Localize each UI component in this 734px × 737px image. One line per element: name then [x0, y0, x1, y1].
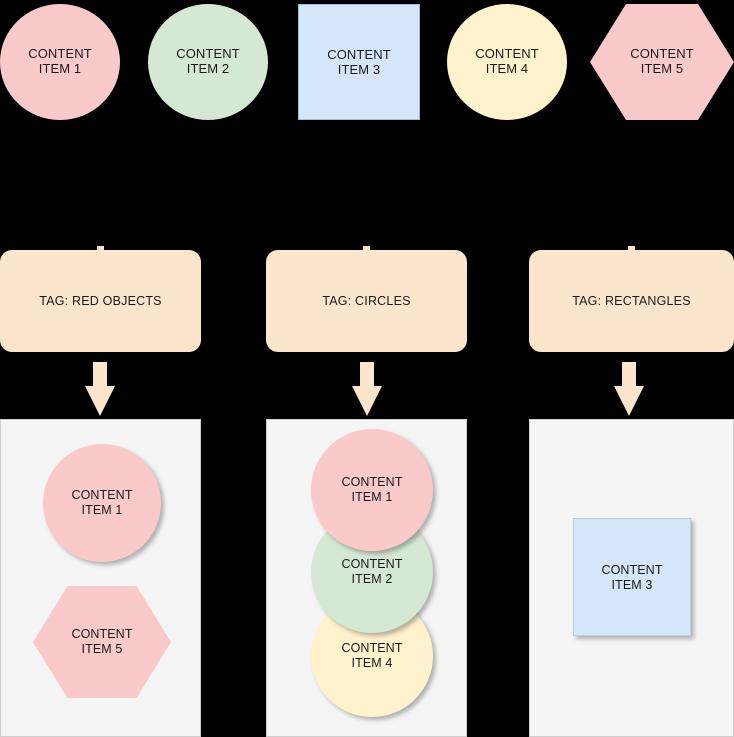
tag-red-objects-notch — [97, 246, 104, 251]
tag-red-objects-label: TAG: RED OBJECTS — [39, 294, 162, 308]
content-item-1-label: CONTENT ITEM 1 — [28, 46, 92, 76]
result-item-4-label: CONTENT ITEM 4 — [341, 641, 403, 670]
arrow-circles-stem — [360, 362, 374, 388]
result-item-1b-shape[interactable]: CONTENT ITEM 1 — [311, 429, 433, 551]
content-item-2-shape[interactable]: CONTENT ITEM 2 — [148, 4, 268, 120]
content-item-5-shape[interactable]: CONTENT ITEM 5 — [590, 4, 734, 120]
tag-rectangles-box[interactable]: TAG: RECTANGLES — [529, 246, 734, 352]
tag-circles-box[interactable]: TAG: CIRCLES — [266, 246, 467, 352]
content-item-5-label: CONTENT ITEM 5 — [630, 46, 694, 76]
result-item-3-label: CONTENT ITEM 3 — [601, 563, 663, 592]
tag-red-objects-box[interactable]: TAG: RED OBJECTS — [0, 246, 201, 352]
arrow-circles-head — [352, 386, 382, 416]
content-items-row: CONTENT ITEM 1 CONTENT ITEM 2 CONTENT IT… — [0, 0, 734, 125]
tag-rectangles-label: TAG: RECTANGLES — [572, 294, 691, 308]
arrow-circles — [352, 362, 382, 416]
result-item-5-shape[interactable]: CONTENT ITEM 5 — [33, 586, 171, 698]
content-item-1-shape[interactable]: CONTENT ITEM 1 — [0, 4, 120, 120]
result-item-2-label: CONTENT ITEM 2 — [341, 557, 403, 586]
panel-red-objects: CONTENT ITEM 1 CONTENT ITEM 5 — [0, 419, 201, 737]
arrow-rectangles — [614, 362, 644, 416]
arrow-red-objects-stem — [93, 362, 107, 388]
arrow-rectangles-head — [614, 386, 644, 416]
panel-circles: CONTENT ITEM 4 CONTENT ITEM 2 CONTENT IT… — [266, 419, 467, 737]
tag-rectangles-notch — [628, 246, 635, 251]
result-item-1b-label: CONTENT ITEM 1 — [341, 475, 403, 504]
result-item-5-label: CONTENT ITEM 5 — [71, 627, 133, 656]
result-item-3-shape[interactable]: CONTENT ITEM 3 — [573, 518, 691, 636]
arrow-red-objects-head — [85, 386, 115, 416]
tag-circles-notch — [363, 246, 370, 251]
content-item-4-label: CONTENT ITEM 4 — [475, 46, 539, 76]
tag-circles-label: TAG: CIRCLES — [322, 294, 411, 308]
result-item-1-shape[interactable]: CONTENT ITEM 1 — [43, 444, 161, 562]
arrow-rectangles-stem — [622, 362, 636, 388]
result-item-1-label: CONTENT ITEM 1 — [71, 488, 133, 517]
panel-rectangles: CONTENT ITEM 3 — [529, 419, 734, 737]
content-item-3-shape[interactable]: CONTENT ITEM 3 — [298, 4, 420, 120]
content-item-2-label: CONTENT ITEM 2 — [176, 46, 240, 76]
content-item-4-shape[interactable]: CONTENT ITEM 4 — [447, 4, 567, 120]
content-item-3-label: CONTENT ITEM 3 — [327, 47, 391, 77]
arrow-red-objects — [85, 362, 115, 416]
